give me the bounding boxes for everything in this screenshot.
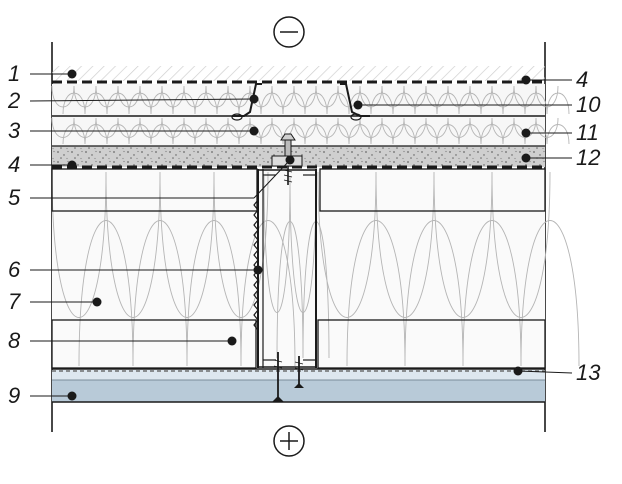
layer-9-interior-board [52,380,545,402]
callout-dot-left-4 [67,160,77,170]
leader-line-right-5 [517,370,573,374]
leader-line-left-2 [29,98,255,102]
upper-wave-band-a [51,85,570,115]
callout-dot-left-2 [249,94,259,104]
main-wave-band-left [51,171,296,367]
fixing-loop-right [350,113,362,121]
callout-dot-left-9 [67,391,77,401]
callout-dot-left-5 [285,155,295,165]
label-left-9: 9 [8,383,20,408]
callout-dot-right-3 [521,128,531,138]
label-right-3: 11 [576,120,599,145]
fixing-loop-left [231,113,243,121]
label-right-2: 10 [576,92,601,117]
callout-dot-left-8 [227,336,237,346]
label-right-4: 12 [576,145,600,170]
main-wave-band-stud [263,175,330,359]
minus-symbol-icon [273,16,305,48]
callout-dot-right-4 [521,153,531,163]
callout-dot-right-2 [353,100,363,110]
callout-dot-left-7 [92,297,102,307]
leader-line-left-5-bend [253,159,291,199]
callout-dot-left-6 [253,265,263,275]
z-profile-right [340,83,370,117]
label-left-2: 2 [7,88,20,113]
upper-insulation-waves [51,85,570,145]
label-left-5: 5 [8,185,21,210]
board-screw-left [272,352,284,402]
callout-dot-left-3 [249,126,259,136]
label-left-1: 1 [8,61,20,86]
label-left-6: 6 [8,257,21,282]
board-screw-right [294,356,304,388]
insulation-board-lower-right [317,319,546,369]
layer-7-main-insulation [52,169,545,368]
label-right-1: 4 [576,67,588,92]
main-wave-band-right [317,171,580,367]
label-left-7: 7 [8,289,21,314]
insulation-board-8-left [51,319,257,369]
label-left-4: 4 [8,152,20,177]
layer-1-exterior-hatch [52,66,545,81]
callout-dot-right-5 [513,366,523,376]
callout-dot-left-1 [67,69,77,79]
label-left-8: 8 [8,328,21,353]
label-left-3: 3 [8,118,21,143]
label-right-5: 13 [576,360,601,385]
z-profile-left [232,83,262,117]
callout-dot-right-1 [521,75,531,85]
main-insulation-waves [51,171,580,367]
stud-web-zigzag [253,199,259,331]
plus-symbol-icon [273,425,305,457]
insulation-board-upper-right [319,168,546,212]
